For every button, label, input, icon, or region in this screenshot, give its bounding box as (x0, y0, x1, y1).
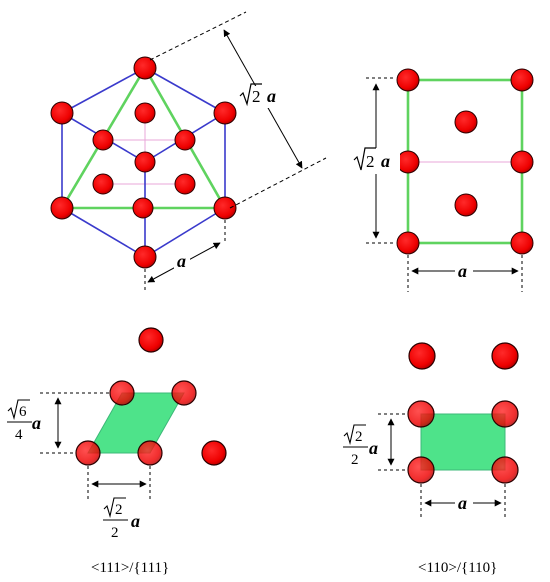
rect-atoms (396, 68, 534, 255)
rect-height-dimension: 2 a (352, 77, 400, 244)
plane-111-caption: <111>/{111} (91, 560, 169, 576)
atom (396, 150, 420, 174)
atom (491, 400, 519, 428)
atom (407, 400, 435, 428)
plane-111-panel: 6 4 a 2 2 a <111>/{111} (7, 327, 227, 576)
rect-height-variable: a (381, 151, 390, 171)
atom (133, 56, 157, 80)
atom (174, 129, 196, 151)
diagonal-variable: a (267, 86, 276, 106)
plane-110-height-variable: a (369, 438, 378, 458)
atom (92, 173, 114, 195)
plane-111-width-numerator: 2 (115, 502, 123, 518)
plane-111-height-numerator: 6 (19, 404, 27, 420)
atom (510, 68, 534, 92)
plane-111-width-dimension: 2 2 a (87, 466, 151, 541)
atom (213, 196, 237, 220)
plane-110-width-dimension: a (420, 484, 506, 520)
atom (109, 380, 135, 406)
plane-110-height-numerator: 2 (355, 429, 363, 445)
plane-110-width-variable: a (458, 493, 467, 513)
atom (137, 440, 163, 466)
diagonal-coefficient: 2 (252, 87, 261, 106)
plane-110-height-dimension: 2 2 a (343, 413, 407, 471)
atom (510, 231, 534, 255)
atom (138, 327, 164, 353)
rect-width-variable: a (458, 261, 467, 281)
atom (201, 440, 227, 466)
atom (510, 150, 534, 174)
rectangular-cell: 2 a a (352, 68, 534, 292)
atom (133, 245, 157, 269)
plane-111-height-variable: a (32, 413, 41, 433)
atom (454, 110, 478, 134)
cell-atoms (50, 56, 237, 269)
atom (491, 456, 519, 484)
atom (396, 68, 420, 92)
atom (132, 197, 154, 219)
plane-110-height-denominator: 2 (351, 452, 359, 468)
edge-variable: a (177, 251, 186, 271)
atom (396, 231, 420, 255)
plane-111-atoms (75, 327, 227, 466)
atom (454, 193, 478, 217)
slip-parallelogram (87, 392, 185, 454)
rect-height-coefficient: 2 (366, 152, 375, 171)
plane-111-width-denominator: 2 (111, 525, 119, 541)
atom (134, 151, 156, 173)
plane-110-panel: 2 2 a a <110>/{110} (343, 342, 519, 576)
atom (174, 173, 196, 195)
atom (134, 102, 156, 124)
atom (491, 342, 519, 370)
rect-width-dimension: a (407, 255, 523, 292)
plane-111-height-dimension: 6 4 a (7, 392, 112, 454)
atom (407, 456, 435, 484)
plane-111-width-variable: a (131, 511, 140, 531)
atom (408, 342, 436, 370)
diagonal-dimension: 2 a (149, 11, 327, 209)
plane-110-caption: <110>/{110} (418, 560, 497, 576)
atom (171, 380, 197, 406)
atom (213, 101, 237, 125)
fcc-unit-cell: 2 a a (50, 11, 327, 290)
slip-rectangle (420, 413, 506, 471)
plane-110-atoms (407, 342, 519, 484)
atom (92, 129, 114, 151)
atom (50, 101, 74, 125)
edge-dimension: a (144, 220, 226, 290)
atom (50, 196, 74, 220)
atom (75, 440, 101, 466)
slip-plane-triangle (59, 65, 228, 210)
plane-111-height-denominator: 4 (15, 427, 23, 443)
